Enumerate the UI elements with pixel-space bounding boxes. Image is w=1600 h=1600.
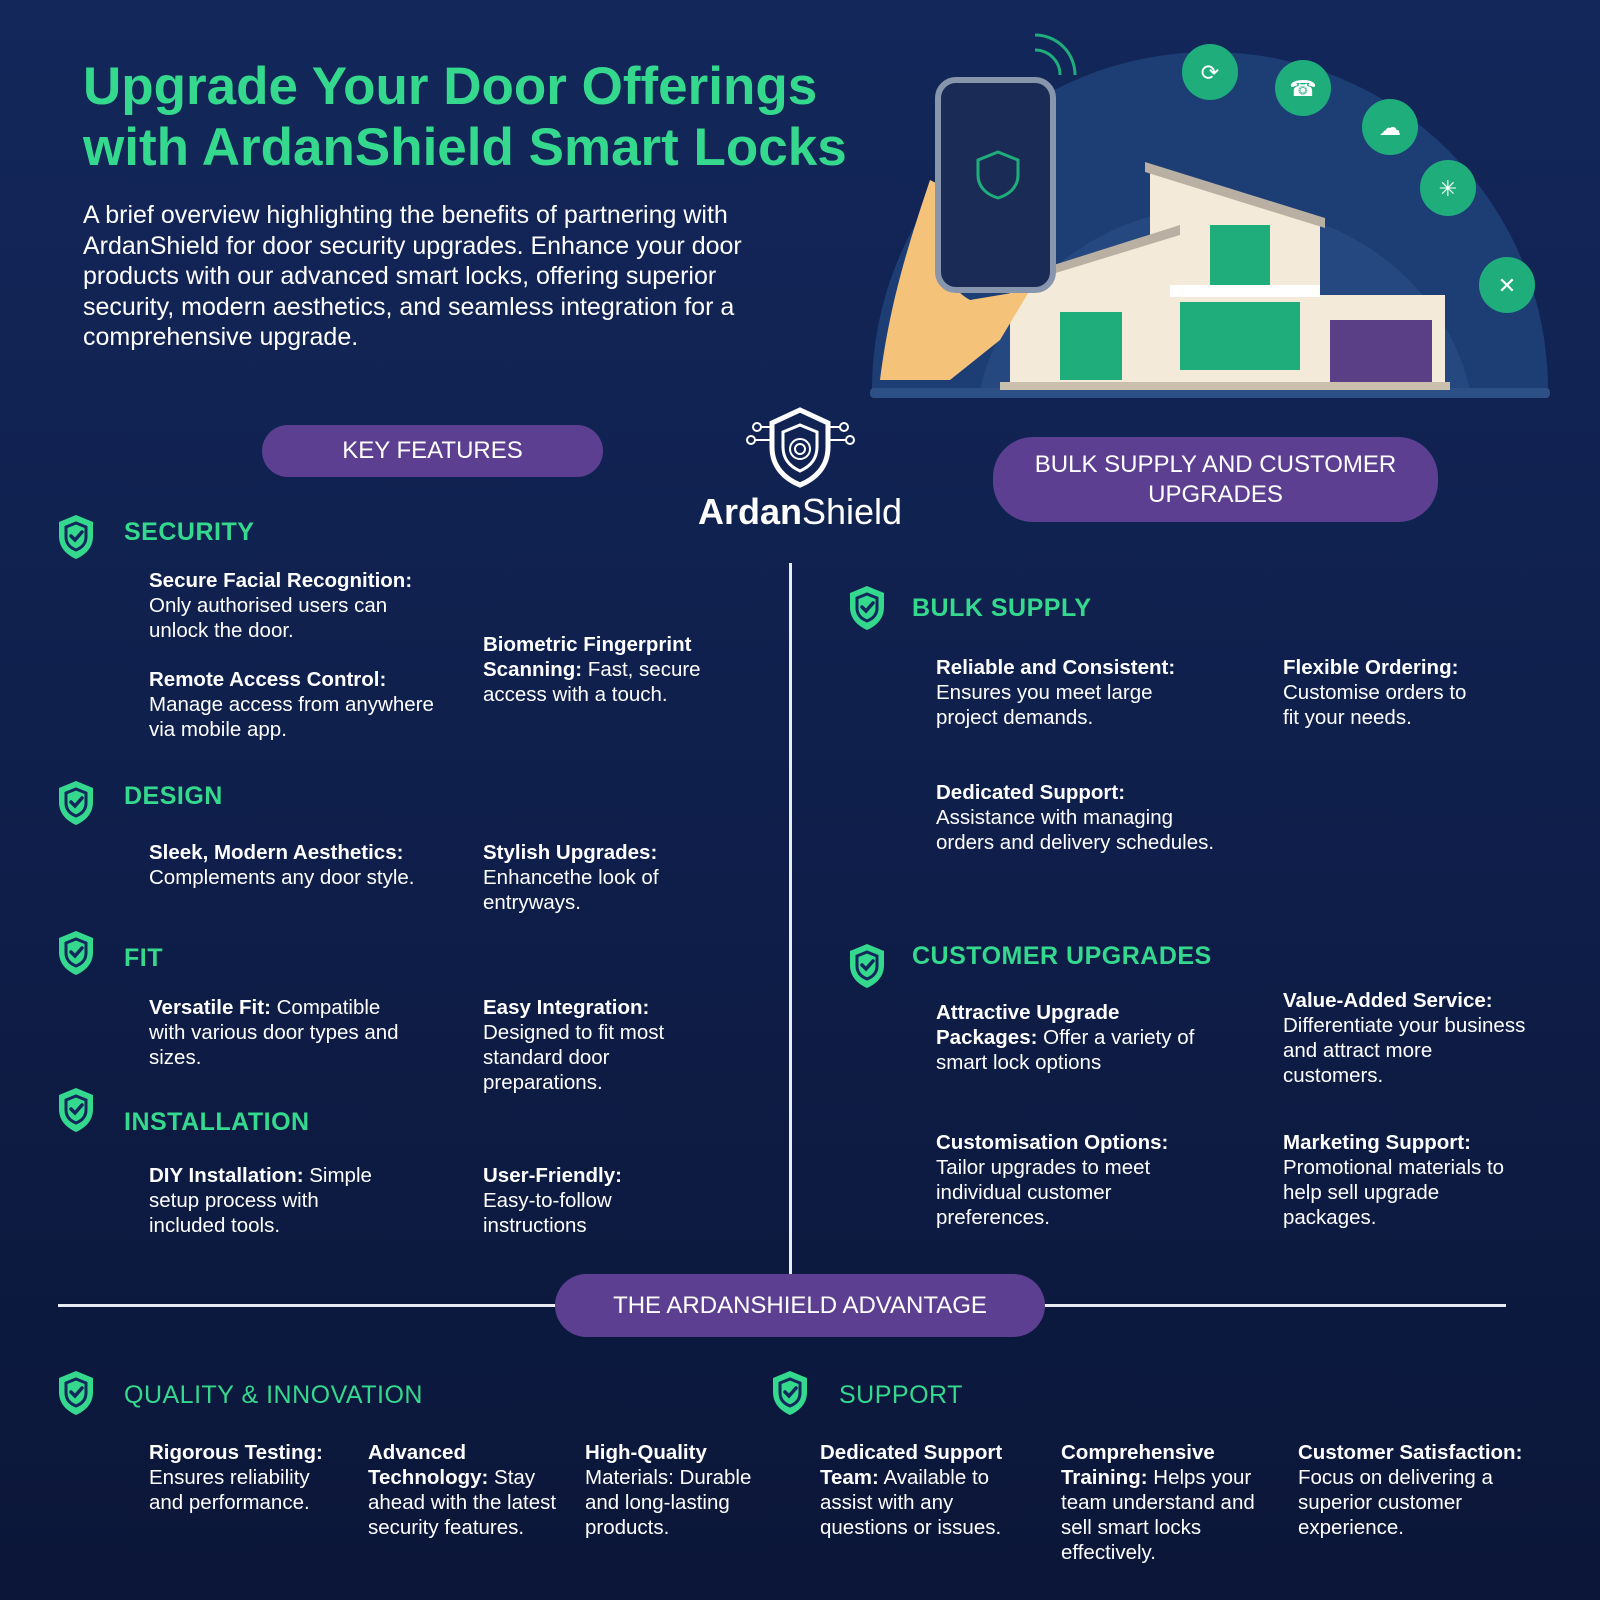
feature-item: Dedicated Support: Assistance with manag… [936,781,1215,854]
svg-text:☁: ☁ [1379,116,1401,141]
advantage-pill: THE ARDANSHIELD ADVANTAGE [555,1274,1045,1337]
fingerprint-shield-icon [745,407,855,488]
feature-item: DIY Installation: Simple setup process w… [149,1164,372,1237]
title-line-2: with ArdanShield Smart Locks [83,118,847,177]
svg-text:⟳: ⟳ [1201,61,1219,86]
shield-check-icon [57,1087,95,1133]
title-line-1: Upgrade Your Door Offerings [83,57,818,116]
svg-text:☎: ☎ [1289,77,1316,102]
feature-item: Advanced Technology: Stay ahead with the… [368,1441,557,1539]
feature-item: Remote Access Control: Manage access fro… [149,668,434,741]
feature-item: High-Quality Materials: Durable and long… [585,1441,752,1539]
installation-heading: INSTALLATION [124,1108,310,1136]
feature-item: Marketing Support: Promotional materials… [1283,1131,1505,1229]
key-features-pill: KEY FEATURES [262,425,603,477]
feature-item: Attractive Upgrade Packages: Offer a var… [936,1001,1195,1074]
feature-item: Stylish Upgrades: Enhancethe look of ent… [483,841,659,914]
vertical-divider [789,563,792,1275]
feature-item: Biometric Fingerprint Scanning: Fast, se… [483,633,701,706]
shield-check-icon [848,943,886,989]
feature-item: Easy Integration: Designed to fit most s… [483,996,665,1094]
shield-check-icon [848,585,886,631]
support-heading: SUPPORT [839,1381,963,1409]
security-heading: SECURITY [124,518,255,546]
feature-item: User-Friendly: Easy-to-follow instructio… [483,1164,622,1237]
quality-heading: QUALITY & INNOVATION [124,1381,423,1409]
feature-item: Secure Facial Recognition: Only authoris… [149,569,413,642]
logo-bold: Ardan [697,491,802,532]
feature-item: Flexible Ordering: Customise orders to f… [1283,656,1467,729]
bulk-supply-pill: BULK SUPPLY AND CUSTOMER UPGRADES [993,437,1438,522]
feature-item: Customer Satisfaction: Focus on deliveri… [1298,1441,1523,1539]
feature-item: Value-Added Service: Differentiate your … [1283,989,1526,1087]
shield-check-icon [57,780,95,826]
feature-item: Dedicated Support Team: Available to ass… [820,1441,1003,1539]
intro-text: A brief overview highlighting the benefi… [83,201,742,351]
feature-item: Rigorous Testing: Ensures reliability an… [149,1441,323,1514]
design-heading: DESIGN [124,782,223,810]
shield-check-icon [771,1370,809,1416]
smart-home-illustration: ⟳ ☎ ☁ ✳ ✕ [870,33,1550,398]
shield-check-icon [57,1370,95,1416]
fit-heading: FIT [124,944,163,972]
svg-text:✕: ✕ [1498,274,1516,299]
feature-item: Customisation Options: Tailor upgrades t… [936,1131,1169,1229]
feature-item: Versatile Fit: Compatible with various d… [149,996,399,1069]
feature-item: Reliable and Consistent: Ensures you mee… [936,656,1176,729]
feature-item: Comprehensive Training: Helps your team … [1061,1441,1255,1564]
logo-light: Shield [801,491,903,532]
shield-check-icon [57,930,95,976]
svg-text:✳: ✳ [1439,177,1457,202]
bulk-supply-heading: BULK SUPPLY [912,594,1092,622]
shield-check-icon [57,514,95,560]
feature-item: Sleek, Modern Aesthetics: Complements an… [149,841,415,889]
customer-upgrades-heading: CUSTOMER UPGRADES [912,942,1212,970]
ardanshield-logo: ArdanShield [690,405,910,533]
